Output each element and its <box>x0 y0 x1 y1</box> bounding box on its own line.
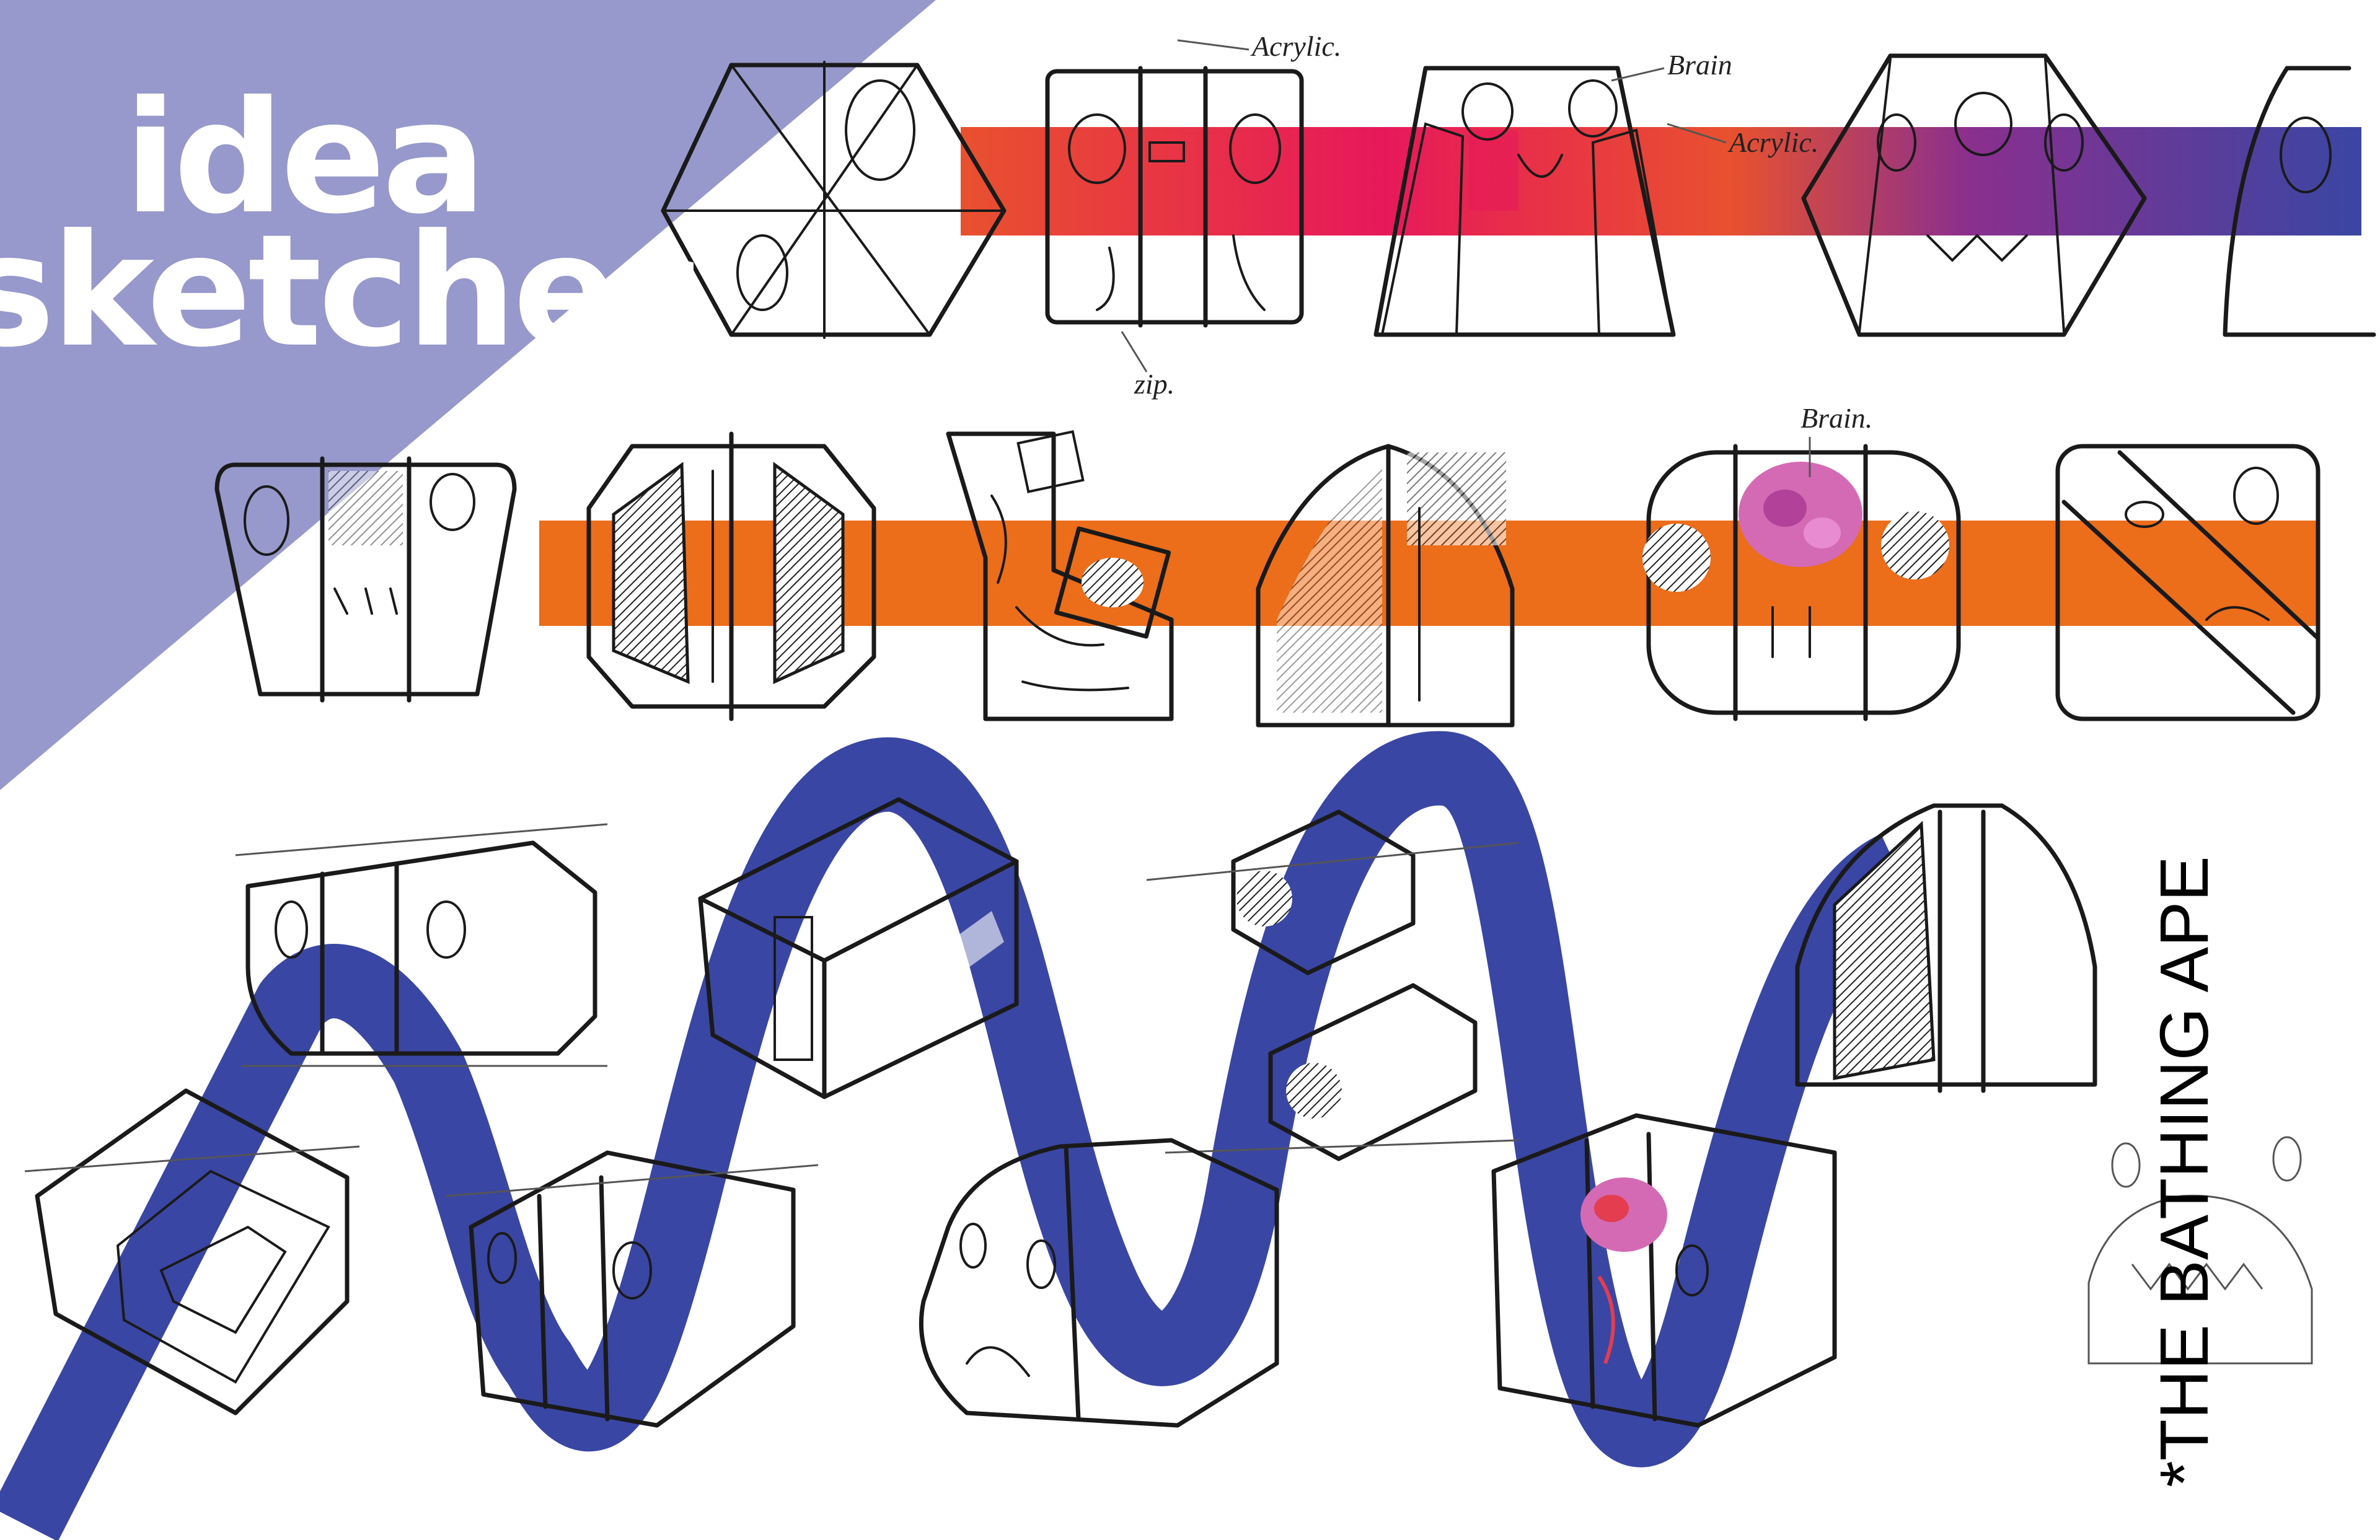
annotation-zip: zip. <box>1134 368 1175 400</box>
sketch-rounded-brain-box: Brain. <box>1642 402 1961 721</box>
annotation-brain-1: Brain <box>1667 49 1732 81</box>
sketch-row-2: Brain. <box>214 402 2320 728</box>
annotation-acrylic-2: Acrylic. <box>1727 126 1818 158</box>
sketch-dome-hatched <box>1256 444 1515 728</box>
sketch-persp-ape-cab <box>919 1138 1279 1428</box>
top-band <box>961 127 2361 235</box>
sketch-octagon-hatched <box>586 431 876 721</box>
sketch-persp-amber-box <box>698 797 1019 1099</box>
sketch-tapered-box-ape <box>214 456 517 703</box>
sketch-persp-face-box <box>446 1150 819 1428</box>
sketch-edge-ape <box>2223 66 2376 337</box>
sketch-row-3 <box>24 797 2097 1428</box>
sketch-slanted-cube <box>2055 444 2320 721</box>
sketch-row-1: Acrylic. zip. Brain Acrylic. <box>661 30 2376 400</box>
sketch-persp-hatched-dome <box>1795 803 2097 1093</box>
sketch-persp-ice-box <box>24 1088 360 1415</box>
sketch-wood-stand <box>946 430 1174 721</box>
vertical-tagline: *THE BATHING APE <box>2146 856 2223 1487</box>
sketch-chrome-cylinder: Acrylic. zip. <box>1045 30 1341 400</box>
sketch-trapezoid-ape: Brain Acrylic. <box>1373 49 1818 337</box>
sketch-ape-face-icon <box>2087 1136 2313 1365</box>
annotation-brain-2: Brain. <box>1800 402 1872 434</box>
sketch-hexagon-ape <box>1801 53 2147 337</box>
sketch-persp-twin-box <box>235 823 608 1067</box>
title-line-2: sketches <box>0 201 707 381</box>
annotation-acrylic-1: Acrylic. <box>1250 30 1341 62</box>
title-panel <box>0 0 936 790</box>
sketch-persp-brain-cabinet <box>1491 1113 1837 1428</box>
sketch-hexagon-face <box>661 61 1007 339</box>
sketch-persp-stacked-prisms <box>1146 809 1519 1161</box>
title-line-1: idea <box>124 68 487 248</box>
